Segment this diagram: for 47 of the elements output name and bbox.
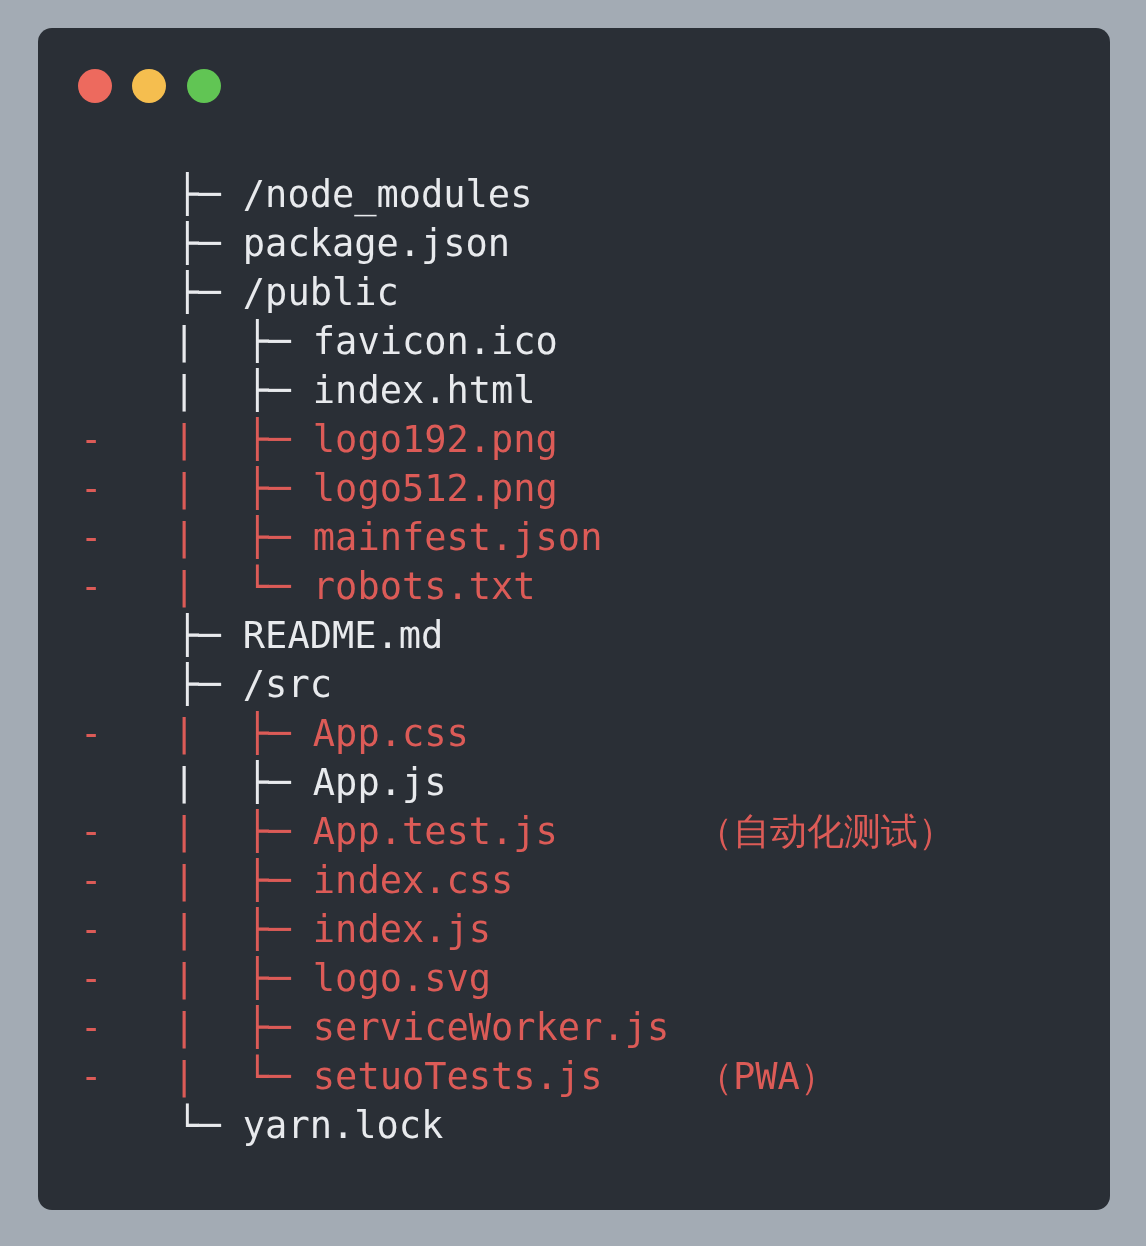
diff-marker: - [80,957,103,1001]
diff-marker: - [80,810,103,854]
tree-line: | [173,320,196,364]
tree-line: | [173,1006,196,1050]
tree-entry: ├─ App.test.js [246,810,558,854]
tree-entry: ├─ serviceWorker.js [246,1006,670,1050]
comment-text: （PWA） [696,1055,837,1099]
tree-entry: └─ yarn.lock [176,1104,444,1148]
diff-marker: - [80,908,103,952]
tree-line: | [173,957,196,1001]
tree-line: | [173,565,196,609]
tree-entry: ├─ /src [176,663,332,707]
tree-entry: ├─ favicon.ico [246,320,558,364]
diff-marker: - [80,1006,103,1050]
tree-entry: ├─ /node_modules [176,173,533,217]
tree-entry: ├─ index.js [246,908,492,952]
tree-entry: └─ setuoTests.js [246,1055,603,1099]
tree-entry: ├─ App.js [246,761,447,805]
tree-line: | [173,516,196,560]
tree-entry: ├─ App.css [246,712,469,756]
diff-marker: - [80,1055,103,1099]
tree-entry: ├─ README.md [176,614,444,658]
tree-entry: ├─ index.css [246,859,514,903]
tree-line: | [173,467,196,511]
tree-entry: ├─ logo512.png [246,467,558,511]
tree-line: | [173,418,196,462]
diff-marker: - [80,516,103,560]
diff-marker: - [80,418,103,462]
tree-line: | [173,859,196,903]
tree-line: | [173,908,196,952]
tree-entry: ├─ /public [176,271,399,315]
tree-line: | [173,1055,196,1099]
tree-line: | [173,712,196,756]
tree-line: | [173,761,196,805]
tree-line: | [173,810,196,854]
diff-marker: - [80,467,103,511]
tree-entry: ├─ index.html [246,369,536,413]
tree-entry: ├─ logo192.png [246,418,558,462]
diff-marker: - [80,859,103,903]
tree-entry: ├─ mainfest.json [246,516,603,560]
comment-text: （自动化测试） [696,810,955,854]
tree-entry: ├─ logo.svg [246,957,492,1001]
tree-line: | [173,369,196,413]
diff-marker: - [80,712,103,756]
diff-marker: - [80,565,103,609]
tree-entry: ├─ package.json [176,222,511,266]
tree-entry: └─ robots.txt [246,565,536,609]
